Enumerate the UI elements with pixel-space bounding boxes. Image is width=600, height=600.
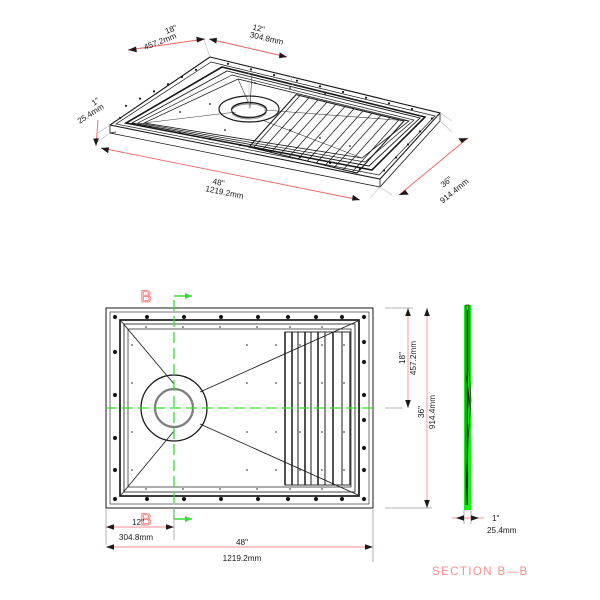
iso-dimension-12: 12" 304.8mm xyxy=(208,23,288,59)
iso-dim-12-imperial: 12" xyxy=(252,23,266,34)
plan-dim-48-metric: 1219.2mm xyxy=(223,554,262,563)
iso-dimension-1: 1" 25.4mm xyxy=(76,96,106,147)
plan-dim-12-imperial: 12" xyxy=(132,518,144,527)
plan-dim-36-imperial: 36" xyxy=(417,406,426,418)
plan-dim-18-imperial: 18" xyxy=(398,352,407,364)
plan-dimension-12: 12" 304.8mm xyxy=(105,508,175,545)
iso-flange-thickness xyxy=(109,113,441,188)
plan-view: B B 18" 457.2mm 36" 914.4mm xyxy=(105,286,437,563)
iso-dimension-36: 36" 914.4mm xyxy=(398,137,471,205)
section-dim-1-imperial: 1" xyxy=(492,514,500,523)
iso-dim-18-imperial: 18" xyxy=(164,23,179,36)
iso-dimension-18: 18" 457.2mm xyxy=(127,23,206,53)
section-dimension-1: 1" 25.4mm xyxy=(452,510,517,535)
iso-dim-1-imperial: 1" xyxy=(90,96,101,108)
section-view: 1" 25.4mm SECTION B—B xyxy=(432,304,529,578)
plan-dim-48-imperial: 48" xyxy=(236,538,248,547)
iso-grate-border xyxy=(247,93,406,174)
iso-bolt-holes xyxy=(118,62,434,172)
plan-dim-18-metric: 457.2mm xyxy=(409,341,418,375)
section-mark-top: B xyxy=(140,286,192,307)
iso-inner-rim xyxy=(123,66,427,171)
iso-dim-12-metric: 304.8mm xyxy=(249,30,284,46)
plan-slope-lines xyxy=(120,320,359,496)
iso-dimension-48: 48" 1219.2mm xyxy=(100,147,361,201)
iso-dim-1-metric: 25.4mm xyxy=(76,102,106,126)
plan-dimension-48: 48" 1219.2mm xyxy=(106,508,374,563)
section-profile xyxy=(464,304,472,510)
iso-dim-48-imperial: 48" xyxy=(212,177,226,188)
plan-dimension-18: 18" 457.2mm xyxy=(385,307,418,409)
plan-dimension-36: 36" 914.4mm xyxy=(385,308,437,509)
section-mark-bottom: B xyxy=(140,509,192,530)
iso-extension-lines xyxy=(95,39,453,199)
iso-ribbed-grate xyxy=(252,95,400,173)
plan-dim-36-metric: 914.4mm xyxy=(428,395,437,429)
plan-centerlines xyxy=(106,300,375,520)
plan-bolt-holes xyxy=(112,314,367,502)
section-title: SECTION B—B xyxy=(432,566,529,578)
isometric-view: 18" 457.2mm 12" 304.8mm 1" 25.4mm 48" 12… xyxy=(76,23,471,205)
iso-dim-18-metric: 457.2mm xyxy=(143,31,178,52)
section-mark-top-label: B xyxy=(140,287,151,306)
section-dim-1-metric: 25.4mm xyxy=(487,526,517,535)
section-mark-bottom-label: B xyxy=(140,510,151,529)
iso-dim-48-metric: 1219.2mm xyxy=(205,184,245,201)
plan-dim-12-metric: 304.8mm xyxy=(119,533,153,542)
plan-inner-dots xyxy=(131,326,345,490)
